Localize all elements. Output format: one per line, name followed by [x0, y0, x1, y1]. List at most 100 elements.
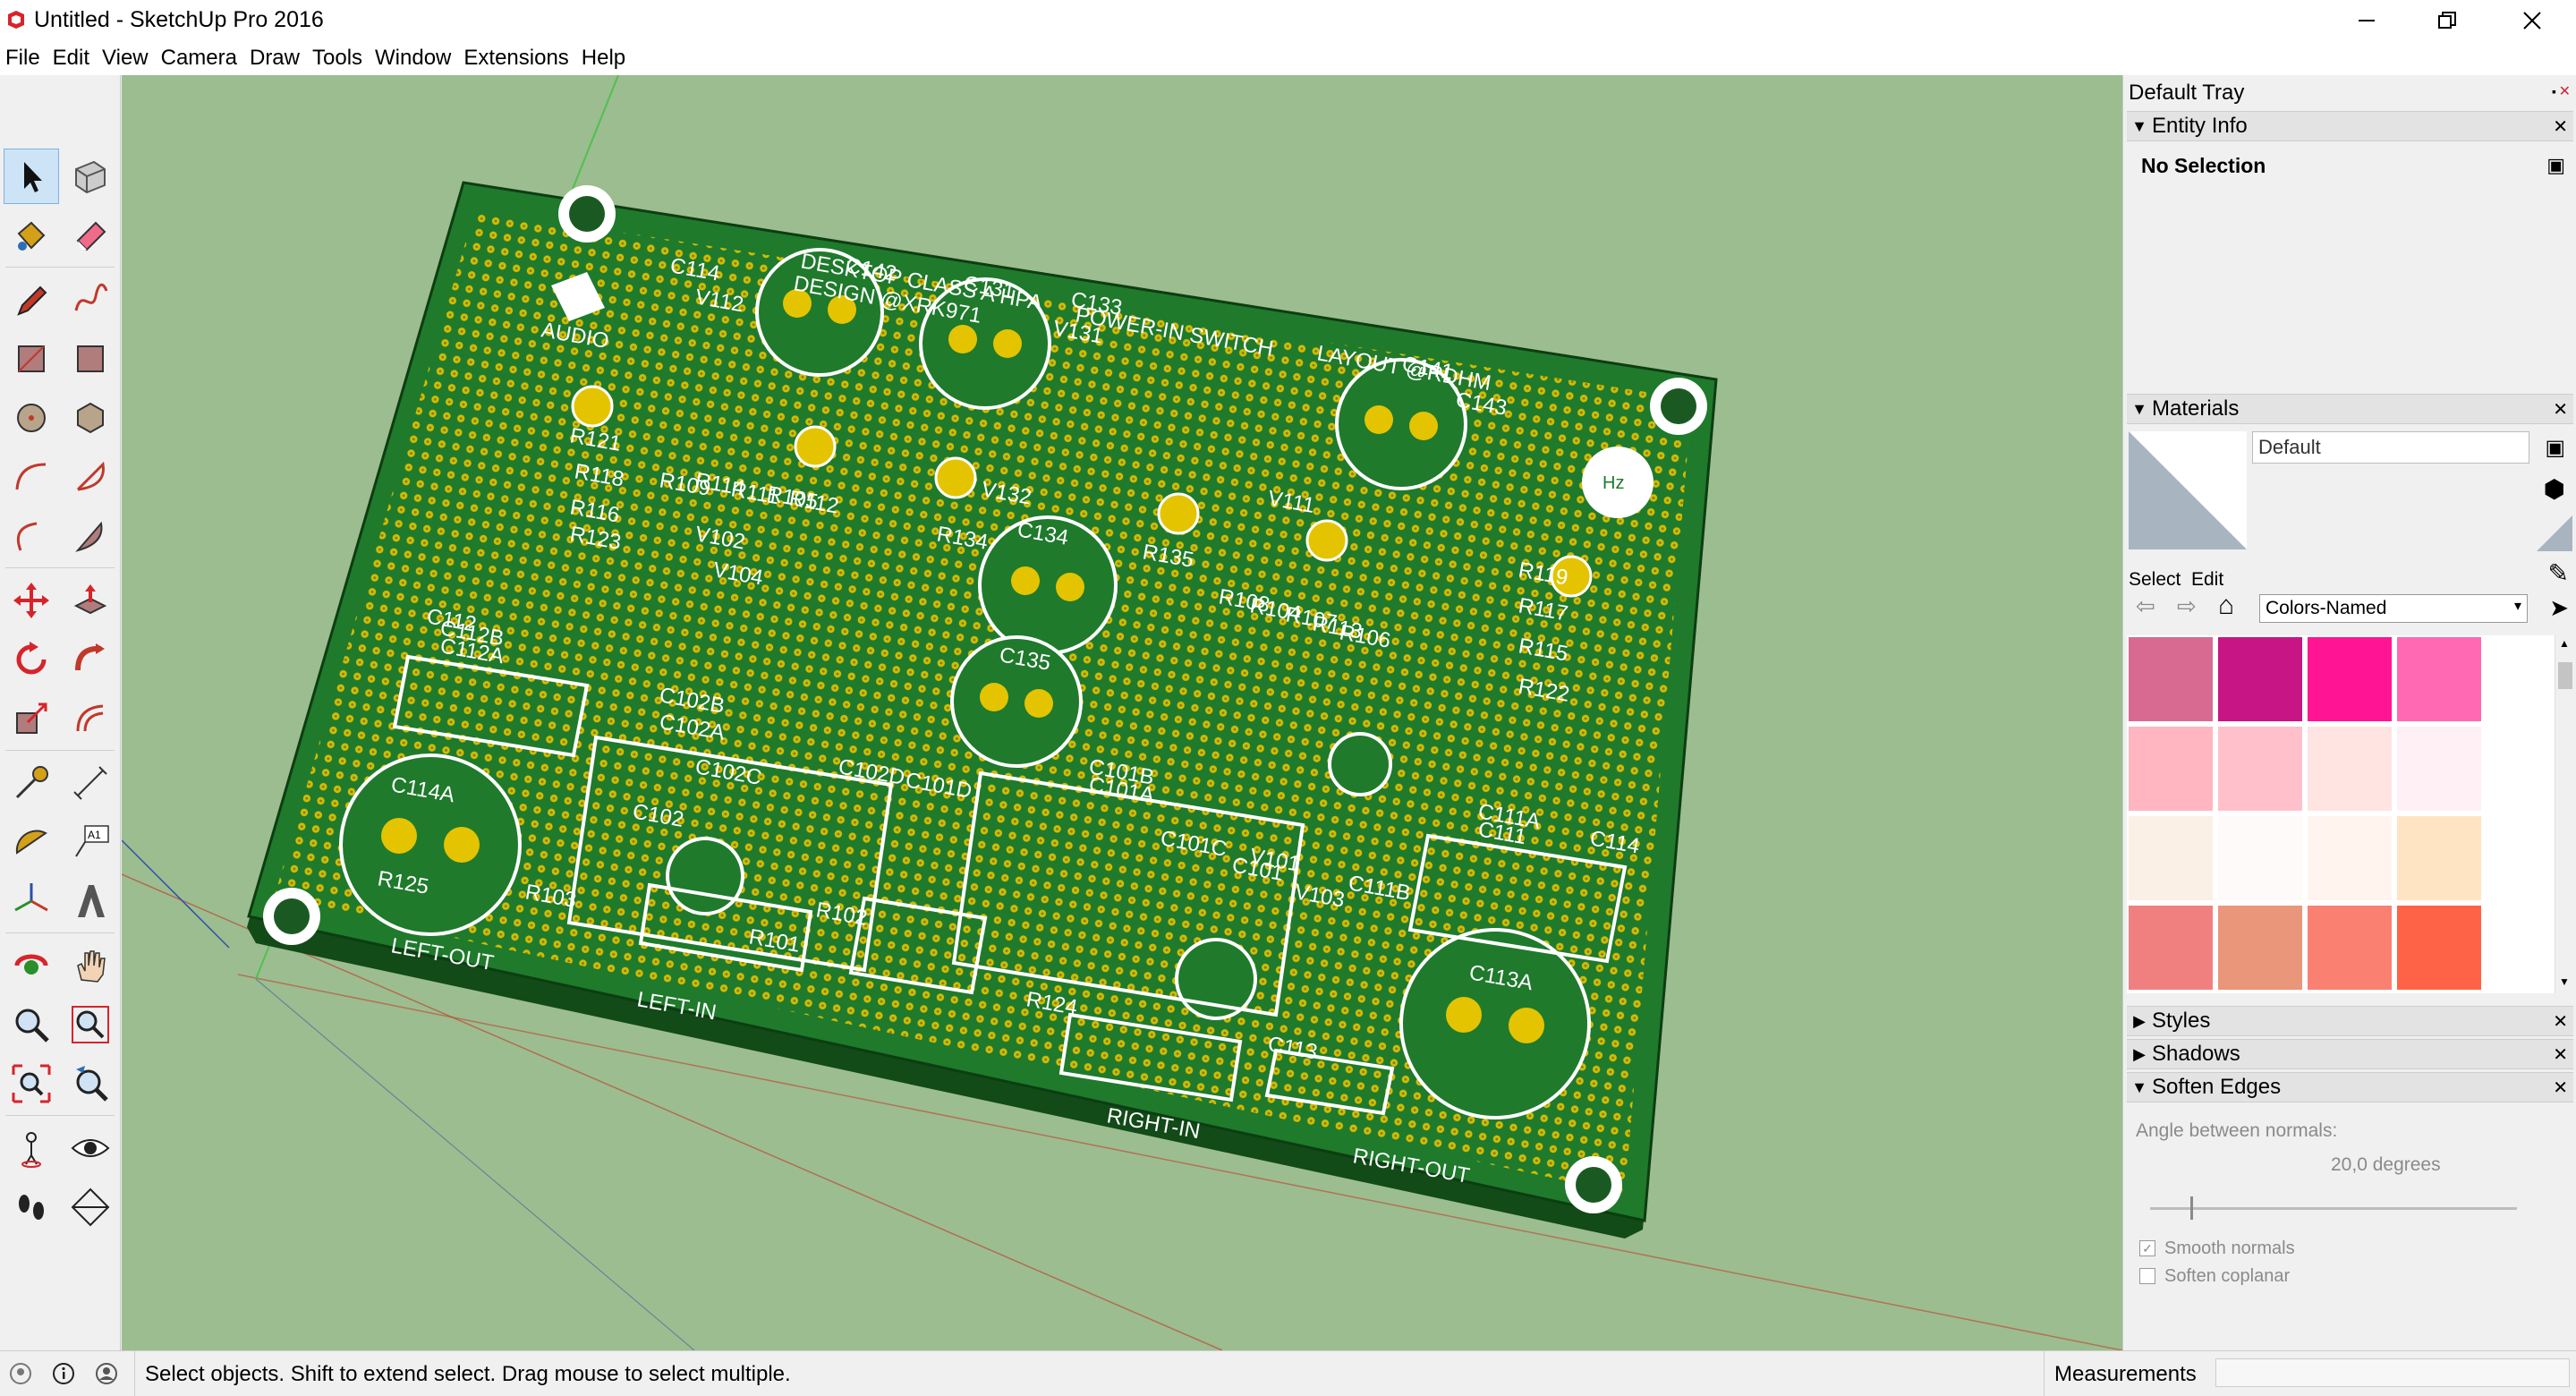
follow-me-tool[interactable]: [63, 632, 118, 687]
protractor-tool[interactable]: [4, 814, 59, 870]
line-tool[interactable]: [4, 272, 59, 328]
circle-tool[interactable]: [4, 390, 59, 446]
material-swatch[interactable]: [2218, 816, 2302, 900]
freehand-tool[interactable]: [63, 272, 118, 328]
angle-slider-track[interactable]: [2150, 1196, 2517, 1220]
model-viewport[interactable]: AUDIO Hz DESKTOP CLASS A HPA DESIGN @XRK…: [122, 75, 2122, 1350]
default-material-icon[interactable]: [2537, 515, 2572, 551]
select-tool[interactable]: [4, 149, 59, 204]
three-point-arc-tool[interactable]: [63, 508, 118, 564]
dimension-tool[interactable]: [63, 755, 118, 811]
material-swatch[interactable]: [2308, 906, 2392, 990]
material-swatch[interactable]: [2218, 727, 2302, 811]
materials-header[interactable]: ▼ Materials ✕: [2127, 394, 2573, 424]
home-icon[interactable]: ⌂: [2218, 591, 2235, 620]
eyedropper-icon[interactable]: ✎: [2547, 559, 2569, 587]
scroll-up-icon[interactable]: ▲: [2559, 637, 2570, 650]
menu-edit[interactable]: Edit: [52, 46, 90, 70]
material-swatch[interactable]: [2308, 816, 2392, 900]
previous-view-tool[interactable]: [63, 1056, 118, 1111]
angle-slider-thumb[interactable]: [2190, 1196, 2193, 1220]
smooth-normals-checkbox[interactable]: ✓: [2139, 1240, 2155, 1256]
material-swatch[interactable]: [2129, 727, 2213, 811]
entity-details-toggle-icon[interactable]: ▣: [2546, 154, 2565, 176]
eraser-tool[interactable]: [63, 208, 118, 263]
two-point-arc-tool[interactable]: [4, 508, 59, 564]
make-component-tool[interactable]: [63, 149, 118, 204]
close-icon[interactable]: ✕: [2553, 1044, 2568, 1065]
material-swatch[interactable]: [2129, 637, 2213, 721]
orbit-tool[interactable]: [4, 938, 59, 993]
zoom-window-tool[interactable]: [63, 997, 118, 1052]
position-camera-tool[interactable]: [4, 1120, 59, 1176]
material-swatch[interactable]: [2397, 816, 2481, 900]
material-swatch[interactable]: [2397, 906, 2481, 990]
arc-tool[interactable]: [4, 449, 59, 505]
text-tool[interactable]: A1: [63, 814, 118, 870]
scale-tool[interactable]: [4, 691, 59, 746]
menu-view[interactable]: View: [102, 46, 149, 70]
paint-bucket-tool[interactable]: [4, 208, 59, 263]
rotate-tool[interactable]: [4, 632, 59, 687]
details-arrow-icon[interactable]: ➤: [2549, 594, 2569, 621]
pan-tool[interactable]: [63, 938, 118, 993]
geolocation-icon[interactable]: [9, 1362, 32, 1385]
close-window-button[interactable]: [2492, 0, 2572, 41]
menu-file[interactable]: File: [5, 46, 40, 70]
pie-tool[interactable]: [63, 449, 118, 505]
material-name-field[interactable]: Default: [2252, 431, 2529, 464]
restore-button[interactable]: [2407, 0, 2487, 41]
styles-header[interactable]: ▶ Styles ✕: [2127, 1006, 2573, 1036]
close-icon[interactable]: ✕: [2553, 1077, 2568, 1098]
offset-tool[interactable]: [63, 691, 118, 746]
menu-help[interactable]: Help: [581, 46, 626, 70]
user-account-icon[interactable]: [95, 1362, 118, 1385]
material-swatch[interactable]: [2129, 816, 2213, 900]
material-swatch[interactable]: [2308, 637, 2392, 721]
material-swatch[interactable]: [2218, 637, 2302, 721]
measurements-box[interactable]: [2215, 1358, 2570, 1387]
scroll-thumb[interactable]: [2558, 662, 2572, 689]
shadows-header[interactable]: ▶ Shadows ✕: [2127, 1039, 2573, 1069]
sample-paint-icon[interactable]: ⬢: [2543, 475, 2565, 503]
soften-edges-header[interactable]: ▼ Soften Edges ✕: [2127, 1072, 2573, 1102]
menu-window[interactable]: Window: [375, 46, 452, 70]
info-icon[interactable]: [52, 1362, 75, 1385]
move-tool[interactable]: [4, 573, 59, 628]
forward-arrow-icon[interactable]: ⇨: [2177, 592, 2197, 619]
select-tab[interactable]: Select: [2129, 569, 2181, 590]
rectangle-tool[interactable]: [4, 331, 59, 387]
tape-measure-tool[interactable]: [4, 755, 59, 811]
collection-select[interactable]: Colors-Named ▾: [2259, 594, 2528, 623]
create-material-icon[interactable]: ▣: [2545, 436, 2565, 460]
pin-icon[interactable]: ▪: [2552, 84, 2556, 98]
zoom-tool[interactable]: [4, 997, 59, 1052]
edit-tab[interactable]: Edit: [2191, 569, 2224, 590]
section-plane-tool[interactable]: [63, 1179, 118, 1235]
back-arrow-icon[interactable]: ⇦: [2136, 592, 2155, 619]
3d-text-tool[interactable]: [63, 873, 118, 929]
material-swatch[interactable]: [2397, 637, 2481, 721]
material-swatch[interactable]: [2397, 727, 2481, 811]
material-swatch[interactable]: [2129, 906, 2213, 990]
material-swatch[interactable]: [2218, 906, 2302, 990]
scroll-down-icon[interactable]: ▼: [2559, 975, 2570, 988]
close-icon[interactable]: ✕: [2553, 1011, 2568, 1032]
walk-tool[interactable]: [4, 1179, 59, 1235]
tray-close-icon[interactable]: ✕: [2558, 84, 2571, 99]
polygon-tool[interactable]: [63, 390, 118, 446]
menu-extensions[interactable]: Extensions: [463, 46, 569, 70]
minimize-button[interactable]: [2326, 0, 2407, 41]
entity-info-header[interactable]: ▼ Entity Info ✕: [2127, 111, 2573, 141]
close-icon[interactable]: ✕: [2553, 116, 2568, 137]
axes-tool[interactable]: [4, 873, 59, 929]
zoom-extents-tool[interactable]: [4, 1056, 59, 1111]
material-swatch[interactable]: [2308, 727, 2392, 811]
close-icon[interactable]: ✕: [2553, 399, 2568, 420]
push-pull-tool[interactable]: [63, 573, 118, 628]
swatch-scrollbar[interactable]: ▲ ▼: [2555, 635, 2574, 993]
soften-coplanar-checkbox[interactable]: [2139, 1268, 2155, 1284]
menu-camera[interactable]: Camera: [160, 46, 237, 70]
look-around-tool[interactable]: [63, 1120, 118, 1176]
rotated-rectangle-tool[interactable]: [63, 331, 118, 387]
